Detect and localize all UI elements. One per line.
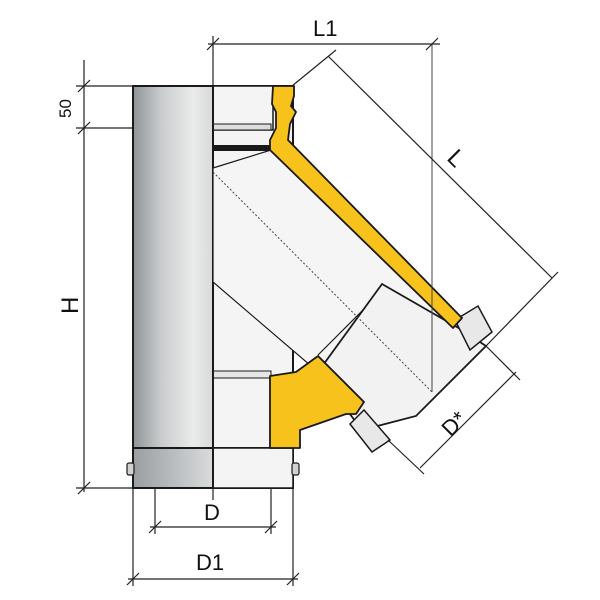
dim-dstar-line	[419, 371, 517, 469]
label-50: 50	[56, 99, 75, 118]
dim-l-ext-bottom	[485, 271, 559, 347]
dim-l-line	[327, 55, 553, 279]
lower-inner-band	[212, 370, 272, 379]
dim-d-tick-left	[148, 520, 162, 534]
insulation-upper	[269, 85, 463, 329]
branch-end-collar	[454, 304, 493, 352]
label-l: L	[442, 144, 471, 173]
top-inner-band	[212, 123, 272, 131]
dim-l1-tick-right	[425, 37, 439, 51]
dim-d1-tick-right	[286, 572, 300, 586]
dim-h-tick-bottom	[77, 481, 91, 495]
label-l1: L1	[313, 16, 337, 41]
main-pipe-outer-wall	[132, 85, 214, 489]
label-d1: D1	[196, 550, 224, 575]
top-socket	[212, 85, 274, 131]
dim-dstar-ext-b	[387, 439, 425, 475]
bottom-ring-section	[212, 447, 294, 489]
dim-50-tick-top	[77, 79, 91, 93]
dim-l-ext-top	[291, 49, 337, 87]
label-d: D	[204, 500, 220, 525]
dim-l1-tick-left	[206, 37, 220, 51]
dim-d1-tick-left	[126, 572, 140, 586]
label-h: H	[57, 297, 84, 314]
dimensions	[76, 36, 559, 586]
insulation-section	[269, 85, 463, 449]
insulation-lower-edge	[317, 355, 365, 403]
dim-d-tick-right	[264, 520, 278, 534]
bottom-lip-left	[126, 462, 135, 476]
label-d-star: D*	[436, 406, 471, 441]
branch-end-collar-bottom	[348, 408, 392, 454]
main-pipe	[126, 85, 300, 489]
bottom-lip-right	[291, 462, 300, 476]
top-inner-band-dark	[213, 145, 271, 151]
dim-dstar-ext-a	[485, 345, 521, 381]
